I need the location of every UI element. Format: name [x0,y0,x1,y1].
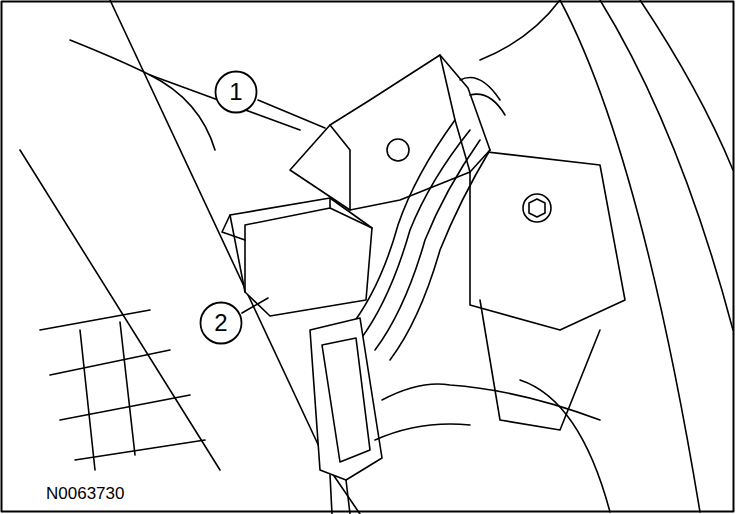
bolt [523,194,551,222]
connector [310,318,382,480]
connector-inner [322,338,370,462]
callout-circle-shape [201,303,242,344]
callout-number: 2 [214,311,227,335]
component-2 [230,198,372,316]
leader-line [258,100,325,128]
component-2-edge [245,198,372,292]
callout-circle-shape [216,72,257,113]
mount-plate [470,150,625,330]
harness [390,150,490,360]
figure-number: N0063730 [44,484,126,504]
callout-number: 1 [229,80,242,104]
body-curve [600,0,733,330]
wire [330,475,350,514]
callout-circle: 1 [214,70,258,114]
body-curve [480,0,560,60]
panel-edge [150,75,215,150]
panel-edge [20,150,220,470]
mount-plate [480,300,600,430]
body-curve [640,0,733,170]
wire [460,78,505,116]
wire [375,384,600,440]
component-1-edge [330,55,470,210]
bolt-head [529,199,545,217]
body-curve [520,380,610,512]
grid-line [80,322,135,470]
component-1 [290,55,490,210]
component-1-hole [387,139,409,161]
harness [348,120,455,330]
component-2-tab [222,215,245,240]
callout-circle: 2 [199,301,243,345]
panel-edge [70,40,300,130]
harness [375,140,480,350]
harness [360,130,470,340]
leader-line [242,298,268,313]
grid-line [40,310,205,460]
